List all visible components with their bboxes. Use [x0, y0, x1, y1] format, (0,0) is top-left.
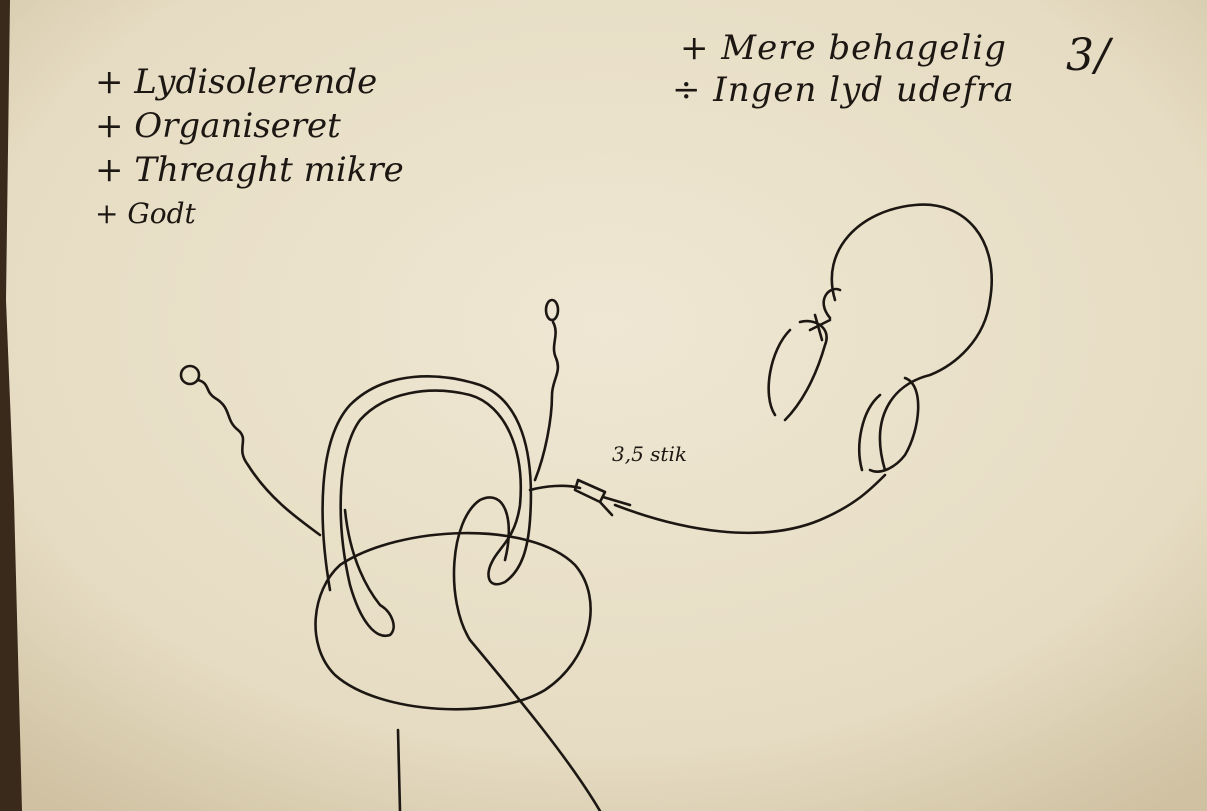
jack-label: 3,5 stik	[612, 442, 687, 466]
pro-item-4: + Godt	[95, 192, 404, 236]
note-minus: ÷ Ingen lyd udefra	[672, 70, 1015, 110]
page-number: 3/	[1066, 30, 1111, 81]
pro-item-3: + Threaght mikre	[95, 148, 404, 192]
pros-list: + Lydisolerende + Organiseret + Threaght…	[95, 60, 404, 236]
pro-item-1: + Lydisolerende	[95, 60, 404, 104]
note-plus: + Mere behagelig	[680, 28, 1007, 68]
pro-item-2: + Organiseret	[95, 104, 404, 148]
